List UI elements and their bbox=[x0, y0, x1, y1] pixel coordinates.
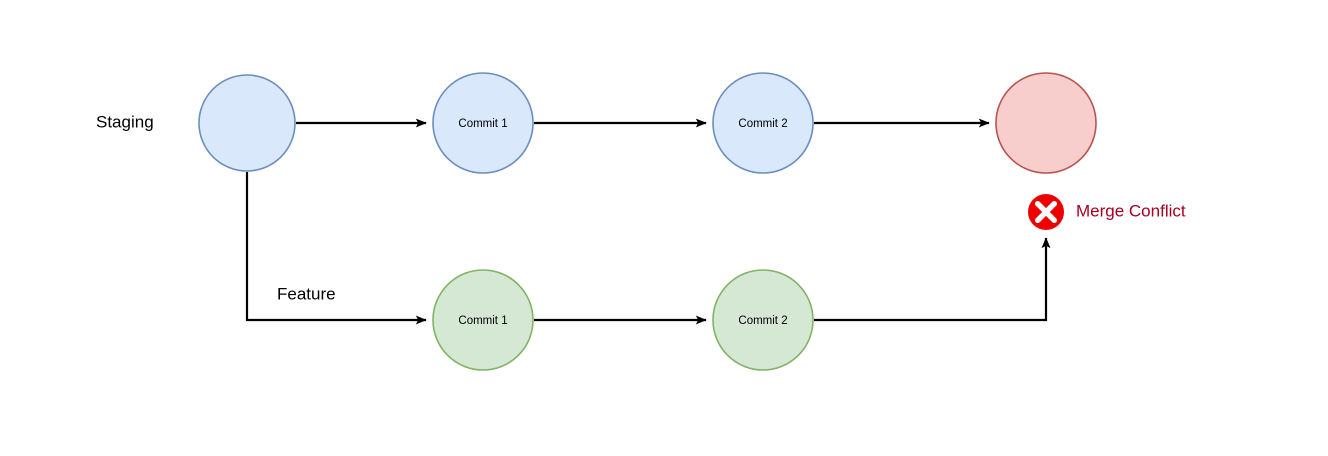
staging-branch-group: Commit 1 Commit 2 Staging bbox=[96, 72, 1097, 174]
merge-conflict-label: Merge Conflict bbox=[1076, 201, 1186, 220]
staging-commit-2-label: Commit 2 bbox=[738, 118, 787, 130]
branch-label-feature: Feature bbox=[277, 284, 336, 303]
feature-commit-1-circle[interactable] bbox=[432, 269, 534, 371]
merge-conflict-marker[interactable]: Merge Conflict bbox=[1028, 194, 1186, 230]
feature-commit-1-label: Commit 1 bbox=[458, 315, 507, 327]
staging-root-circle[interactable] bbox=[198, 74, 296, 172]
staging-commit-1-label: Commit 1 bbox=[458, 118, 507, 130]
staging-merge-target-circle[interactable] bbox=[995, 72, 1097, 174]
staging-commit-2-circle[interactable] bbox=[712, 72, 814, 174]
edge-feature-commit-2-to-conflict bbox=[814, 237, 1051, 322]
node-staging-merge-target[interactable] bbox=[995, 72, 1097, 174]
node-staging-commit-2[interactable]: Commit 2 bbox=[712, 72, 814, 174]
branch-label-staging: Staging bbox=[96, 112, 154, 131]
staging-commit-1-circle[interactable] bbox=[432, 72, 534, 174]
edge-root-to-feature-commit-1 bbox=[245, 172, 427, 325]
error-circle-x-icon-stroke-2 bbox=[1034, 200, 1058, 224]
edge-group bbox=[245, 118, 1051, 325]
node-staging-root[interactable] bbox=[198, 74, 296, 172]
feature-commit-2-circle[interactable] bbox=[712, 269, 814, 371]
feature-branch-group: Commit 1 Commit 2 Feature bbox=[277, 269, 814, 371]
node-feature-commit-1[interactable]: Commit 1 bbox=[432, 269, 534, 371]
node-staging-commit-1[interactable]: Commit 1 bbox=[432, 72, 534, 174]
node-feature-commit-2[interactable]: Commit 2 bbox=[712, 269, 814, 371]
feature-commit-2-label: Commit 2 bbox=[738, 315, 787, 327]
